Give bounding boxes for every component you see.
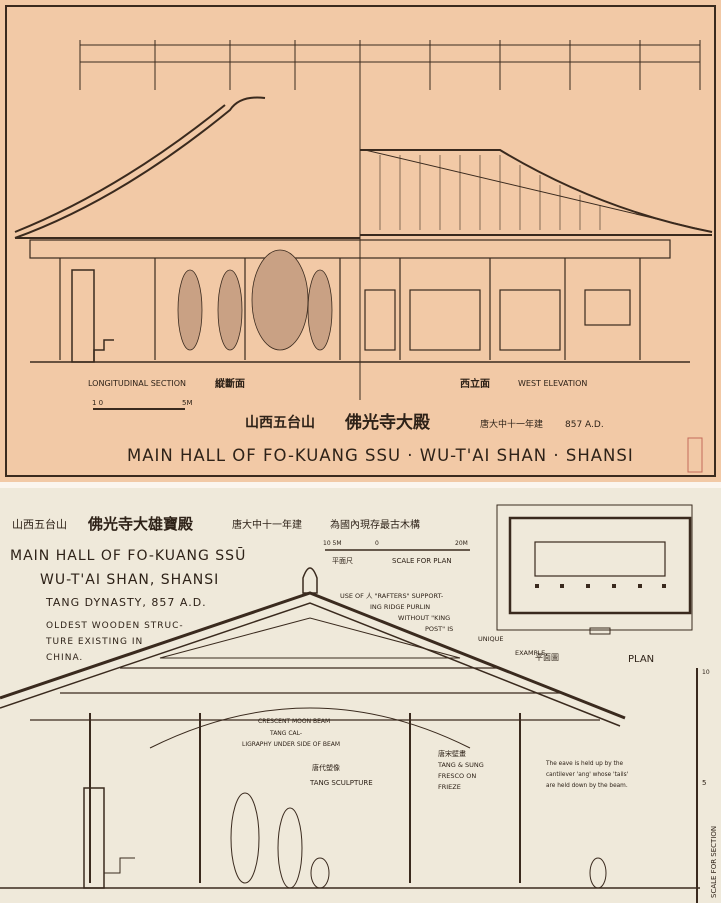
section-scale-mid: 5 [702, 779, 706, 787]
plan-scale-zero: 0 [375, 540, 379, 547]
panel-gap [0, 482, 721, 488]
title-zh-location: 山西五台山 [245, 414, 315, 431]
dynasty: TANG DYNASTY, 857 A.D. [45, 596, 207, 609]
title-zh-name: 佛光寺大殿 [344, 412, 431, 433]
note-line: UNIQUE [478, 635, 504, 643]
note-en-line: CHINA. [46, 653, 83, 663]
plan-scale: 10 5M 0 20M 平面尺 SCALE FOR PLAN [323, 540, 470, 565]
note-en-line: TURE EXISTING IN [45, 637, 143, 647]
buddha-statues [177, 249, 333, 351]
note-line: EXAMPLE. [515, 649, 547, 657]
note-line: USE OF 人 "RAFTERS" SUPPORT- [340, 592, 444, 600]
top-drawing-svg: LONGITUDINAL SECTION 縱斷面 西立面 WEST ELEVAT… [5, 5, 716, 477]
plan-scale-right: 20M [455, 540, 468, 547]
date-zh: 唐大中十一年建 [480, 418, 543, 430]
title-en: MAIN HALL OF FO-KUANG SSU · WU-T'AI SHAN… [127, 446, 634, 465]
crescent-note-line: CRESCENT MOON BEAM [258, 718, 330, 725]
scale-start: 1 0 [92, 399, 103, 407]
elevation-label-en: WEST ELEVATION [518, 379, 587, 388]
longitudinal-section-and-elevation-drawing: LONGITUDINAL SECTION 縱斷面 西立面 WEST ELEVAT… [0, 0, 721, 482]
fresco-en-line: FRESCO ON [438, 772, 476, 780]
crescent-note-line: TANG CAL- [269, 730, 302, 737]
note-line: POST" IS [425, 625, 453, 633]
fresco-en-line: FRIEZE [438, 783, 461, 791]
sculpture-en: TANG SCULPTURE [309, 779, 373, 787]
seal-stamp [687, 437, 703, 473]
sculpture-zh: 唐代塑像 [312, 763, 340, 772]
date-zh: 唐大中十一年建 [232, 518, 302, 531]
dimension-lines [79, 40, 701, 90]
fresco-zh: 唐宋壁畫 [438, 749, 466, 758]
section-label-en: LONGITUDINAL SECTION [88, 379, 186, 388]
date-ad: 857 A.D. [565, 420, 604, 430]
crescent-note-line: LIGRAPHY UNDER SIDE OF BEAM [242, 741, 340, 748]
roof-tiles [379, 155, 601, 230]
title-zh-location: 山西五台山 [12, 517, 67, 531]
plan-scale-label-zh: 平面尺 [332, 557, 353, 565]
roof-section [0, 567, 700, 889]
platform [30, 269, 690, 363]
cross-section-drawing: 山西五台山 佛光寺大雄寶殿 唐大中十一年建 為國內現存最古木構 MAIN HAL… [0, 488, 721, 903]
note-zh: 為國內現存最古木構 [330, 518, 420, 531]
plan-label-en: PLAN [628, 654, 654, 665]
drawing-border [5, 5, 716, 477]
scale-bar: 1 0 5M [92, 399, 193, 410]
title-zh-name: 佛光寺大雄寶殿 [87, 515, 194, 533]
eave-note-line: are held down by the beam. [546, 783, 628, 789]
bottom-drawing-svg: 山西五台山 佛光寺大雄寶殿 唐大中十一年建 為國內現存最古木構 MAIN HAL… [0, 504, 718, 903]
section-scale: 10 5 SCALE FOR SECTION [696, 668, 718, 903]
section-roof [14, 96, 713, 239]
title-en-1: MAIN HALL OF FO-KUANG SSŪ [10, 547, 246, 564]
eave-note-line: The eave is held up by the [545, 761, 624, 767]
elevation-label-zh: 西立面 [460, 377, 490, 390]
eave-note-line: cantilever 'ang' whose 'tails' [546, 772, 629, 778]
rafter-note: USE OF 人 "RAFTERS" SUPPORT- ING RIDGE PU… [340, 592, 547, 657]
scale-end: 5M [182, 399, 193, 407]
plan-label-zh: 平面圖 [535, 653, 559, 662]
bracket-sets [29, 239, 671, 360]
section-label-zh: 縱斷面 [215, 377, 245, 390]
note-en-line: OLDEST WOODEN STRUC- [46, 621, 184, 631]
section-scale-top: 10 [702, 669, 710, 676]
title-en-2: WU-T'AI SHAN, SHANSI [40, 572, 219, 588]
section-scale-label: SCALE FOR SECTION [710, 826, 718, 898]
note-line: ING RIDGE PURLIN [370, 603, 430, 611]
plan-scale-label-en: SCALE FOR PLAN [392, 557, 452, 565]
fresco-en-line: TANG & SUNG [437, 761, 484, 769]
note-line: WITHOUT "KING [398, 614, 450, 622]
floor-plan [496, 504, 693, 635]
plan-scale-left: 10 5M [323, 540, 342, 547]
